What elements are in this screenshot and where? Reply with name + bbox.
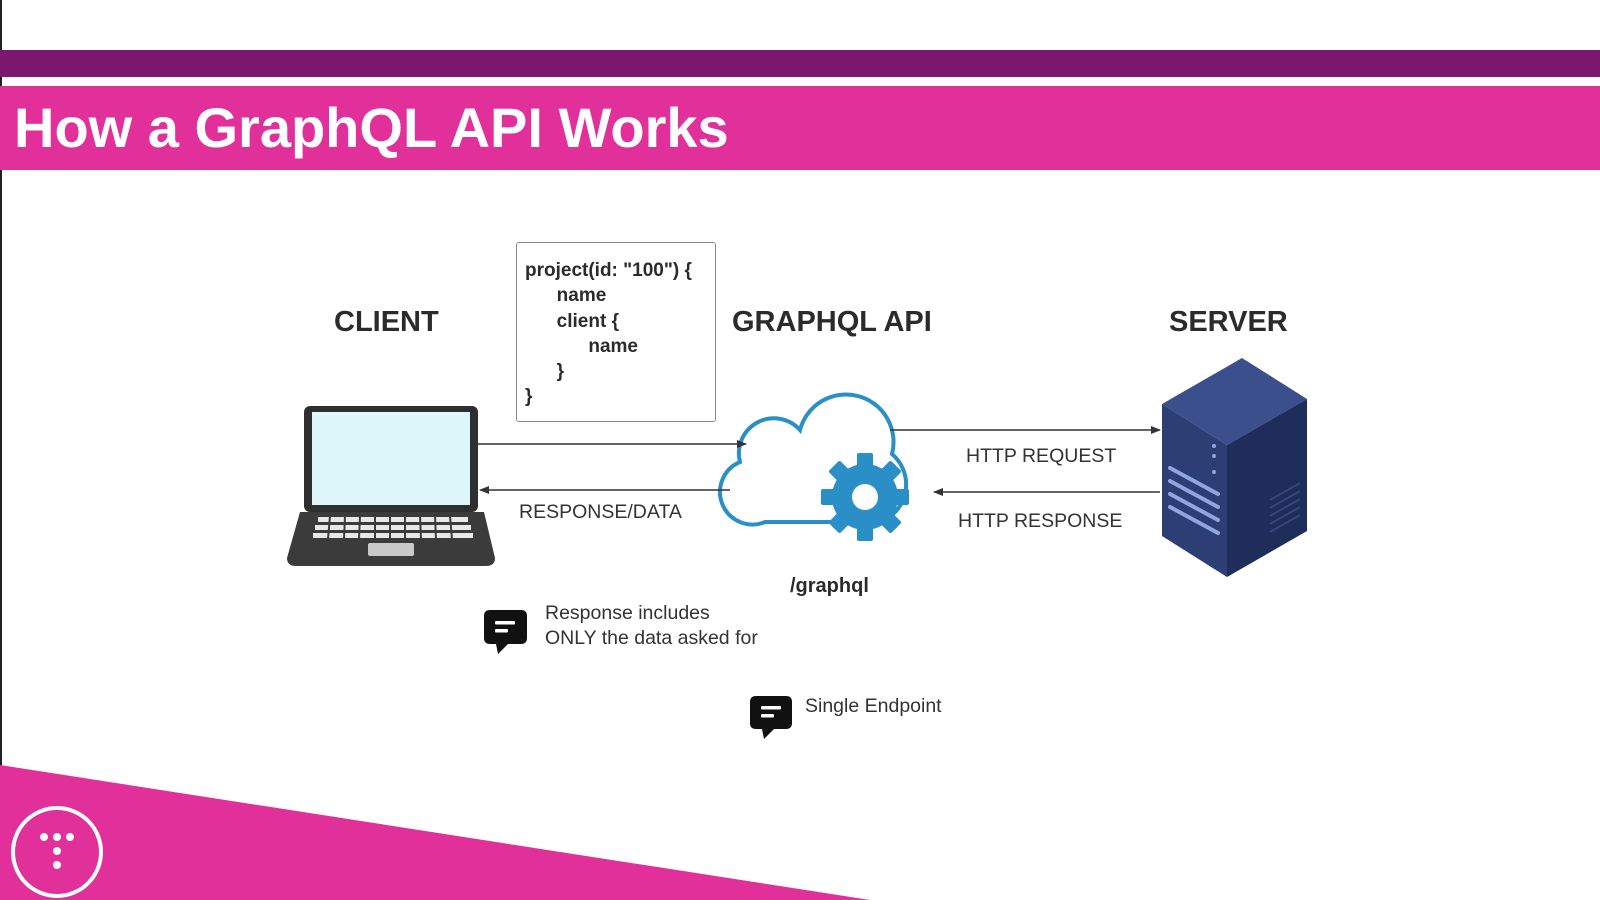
graphql-api-heading: GRAPHQL API	[732, 306, 932, 338]
cloud-gear-icon	[718, 392, 909, 541]
note-line: Response includes	[545, 602, 710, 624]
response-data-label: RESPONSE/DATA	[519, 501, 682, 523]
chat-bubble-icon	[484, 610, 527, 654]
query-line: client {	[525, 310, 619, 332]
http-request-label: HTTP REQUEST	[966, 445, 1117, 467]
title-band	[0, 86, 1600, 170]
query-line: name	[525, 335, 638, 357]
note-single-endpoint: Single Endpoint	[805, 694, 942, 719]
slide-left-edge	[0, 0, 2, 900]
chat-bubble-icon	[750, 696, 792, 739]
query-line: name	[525, 285, 607, 307]
client-heading: CLIENT	[334, 306, 439, 338]
bottom-pink-wedge	[0, 765, 870, 900]
server-heading: SERVER	[1169, 306, 1288, 338]
note-line: ONLY the data asked for	[545, 627, 758, 649]
query-box	[516, 242, 716, 422]
top-accent-bar	[0, 50, 1600, 77]
note-line: Single Endpoint	[805, 695, 942, 717]
laptop-icon	[287, 406, 495, 566]
server-rack-icon	[1162, 358, 1307, 577]
query-line: }	[525, 361, 565, 383]
query-line: project(id: "100") {	[525, 260, 692, 281]
page-title: How a GraphQL API Works	[14, 96, 729, 159]
query-code: project(id: "100") { name client { name …	[525, 258, 692, 410]
note-response-only-data: Response includes ONLY the data asked fo…	[545, 601, 758, 651]
http-response-label: HTTP RESPONSE	[958, 510, 1123, 532]
query-line: }	[525, 386, 533, 408]
endpoint-path: /graphql	[790, 575, 869, 597]
brand-t-logo-icon	[11, 806, 103, 898]
